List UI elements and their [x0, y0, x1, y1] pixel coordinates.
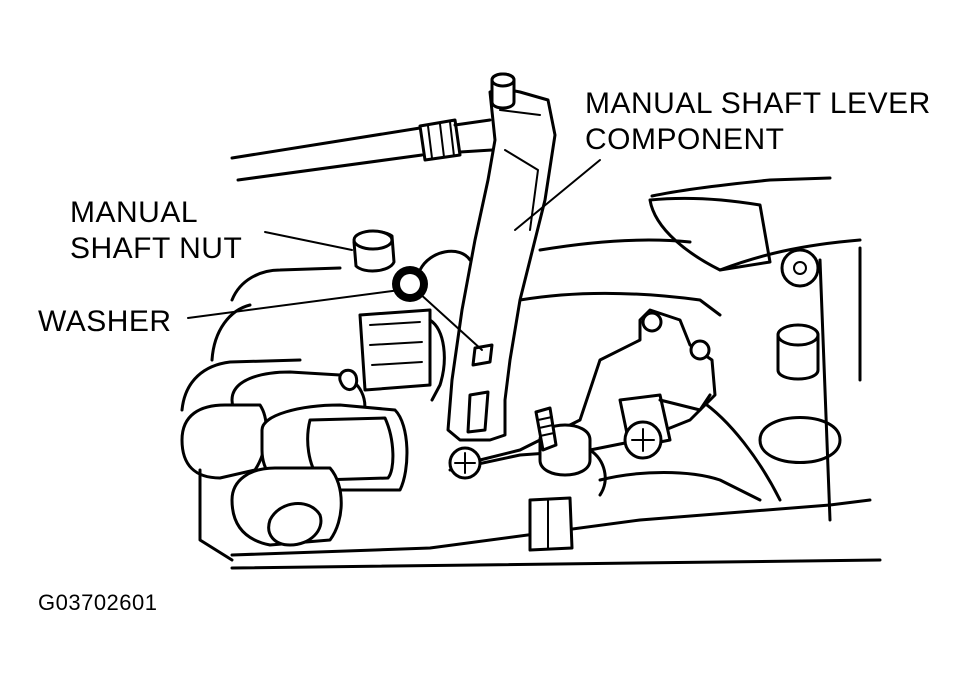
label-manual-shaft-nut-line1: MANUAL: [70, 196, 199, 229]
leader-nut: [264, 231, 353, 251]
transmission-housing: [230, 176, 882, 570]
pipe: [230, 118, 494, 182]
label-manual-shaft-lever-line1: MANUAL SHAFT LEVER: [585, 87, 931, 120]
leader-lever: [514, 159, 601, 231]
label-manual-shaft-nut-line2: SHAFT NUT: [70, 232, 243, 265]
left-components: [180, 249, 472, 562]
label-manual-shaft-lever-line2: COMPONENT: [585, 123, 785, 156]
manual-shaft-nut: [352, 229, 396, 273]
figure-code: G03702601: [38, 590, 158, 615]
switch-assembly: [448, 308, 717, 552]
leader-lines: [187, 159, 601, 351]
manual-shaft-lever: [446, 72, 557, 442]
leader-washer-to-lever: [417, 291, 483, 351]
leader-washer: [187, 289, 401, 319]
label-washer: WASHER: [38, 305, 172, 338]
